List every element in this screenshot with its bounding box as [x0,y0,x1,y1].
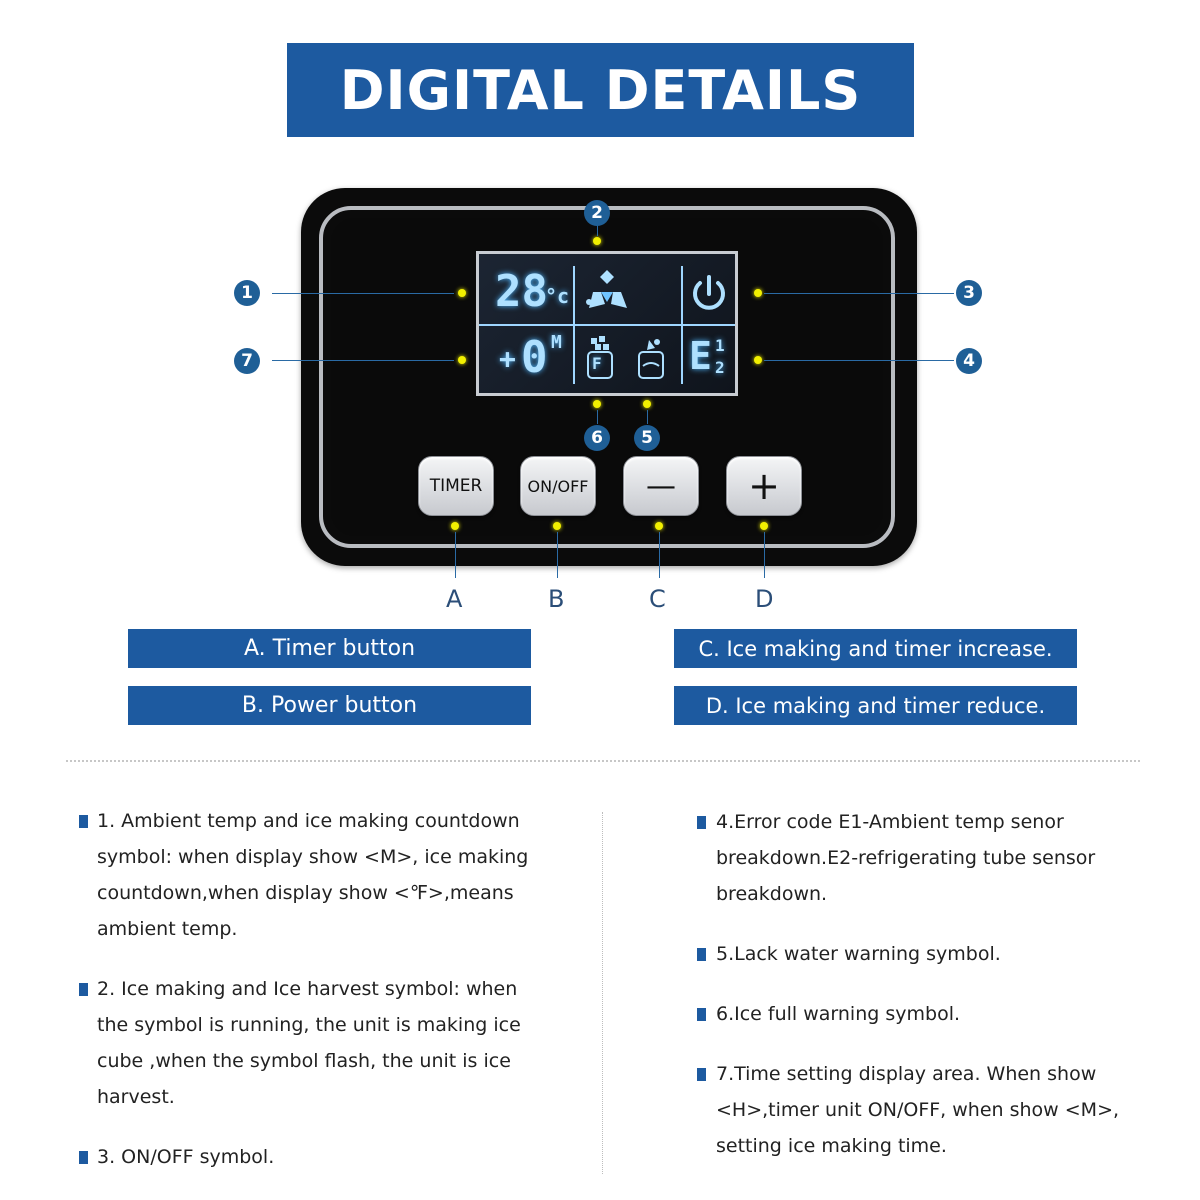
marker-5: 5 [634,425,660,451]
description-1-line: ambient temp. [97,918,238,940]
bullet-7 [697,1068,706,1081]
indicator-dot-b [553,522,561,530]
indicator-dot-7 [458,356,466,364]
description-3-line: 3. ON/OFF symbol. [97,1146,275,1168]
callout-line-1 [272,293,454,294]
label-increase: C. Ice making and timer increase. [674,629,1077,668]
label-timer-button: A. Timer button [128,629,531,668]
bullet-3 [79,1151,88,1164]
callout-line-2 [597,224,598,236]
ice-making-icon [586,270,627,308]
lcd-divider-left [573,266,575,384]
ice-full-icon [587,336,613,379]
description-2: 2. Ice making and Ice harvest symbol: wh… [97,971,521,1115]
letter-d: D [755,585,774,613]
lcd-error-code-1: 1 [715,336,725,355]
power-icon [693,275,725,310]
callout-line-a [455,532,456,578]
description-5-line: 5.Lack water warning symbol. [716,943,1001,965]
description-2-line: cube ,when the symbol flash, the unit is… [97,1050,511,1072]
marker-1: 1 [234,280,260,306]
label-power-button: B. Power button [128,686,531,725]
description-4-line: breakdown. [716,883,828,905]
bullet-4 [697,816,706,829]
description-3: 3. ON/OFF symbol. [97,1139,274,1175]
plus-button[interactable]: + [726,456,802,516]
indicator-dot-1 [458,289,466,297]
label-reduce: D. Ice making and timer reduce. [674,686,1077,725]
indicator-dot-d [760,522,768,530]
indicator-dot-5 [643,400,651,408]
callout-line-7 [272,360,454,361]
indicator-dot-6 [593,400,601,408]
indicator-dot-4 [754,356,762,364]
marker-4: 4 [956,348,982,374]
bullet-1 [79,815,88,828]
description-7-line: 7.Time setting display area. When show [716,1063,1097,1085]
lcd-ice-full-letter: F [592,354,602,373]
callout-line-b [557,532,558,578]
bullet-2 [79,983,88,996]
lcd-divider-right [681,266,683,384]
lcd-error-code-2: 2 [715,358,725,377]
marker-7: 7 [234,348,260,374]
lcd-divider-horizontal [479,324,735,326]
indicator-dot-3 [754,289,762,297]
description-1-line: symbol: when display show <M>, ice makin… [97,846,529,868]
lack-water-icon [638,339,664,379]
callout-line-d [764,532,765,578]
lcd-temperature-value: 28 [495,266,548,317]
letter-a: A [446,585,463,613]
marker-2: 2 [584,200,610,226]
bullet-5 [697,948,706,961]
indicator-dot-2 [593,237,601,245]
lcd-time-unit: M [551,332,562,353]
indicator-dot-c [655,522,663,530]
title-banner: DIGITAL DETAILS [287,43,914,137]
callout-line-4 [764,360,954,361]
timer-button[interactable]: TIMER [418,456,494,516]
callout-line-5 [647,410,648,424]
lcd-display: 28 °c + 0 M F E 1 2 [476,251,738,396]
description-5: 5.Lack water warning symbol. [716,936,1001,972]
description-7-line: setting ice making time. [716,1135,947,1157]
description-1: 1. Ambient temp and ice making countdown… [97,803,528,947]
lcd-error-letter: E [689,334,712,378]
description-4: 4.Error code E1-Ambient temp senor break… [716,804,1095,912]
description-1-line: 1. Ambient temp and ice making countdown [97,810,520,832]
on-off-button[interactable]: ON/OFF [520,456,596,516]
section-divider [66,760,1140,762]
letter-c: C [649,585,666,613]
callout-line-3 [764,293,954,294]
description-7: 7.Time setting display area. When show <… [716,1056,1119,1164]
lcd-time-prefix: + [499,342,516,375]
bullet-6 [697,1008,706,1021]
description-6: 6.Ice full warning symbol. [716,996,960,1032]
description-2-line: harvest. [97,1086,175,1108]
column-divider [602,812,603,1174]
description-2-line: the symbol is running, the unit is makin… [97,1014,521,1036]
description-1-line: countdown,when display show <℉>,means [97,882,514,904]
minus-button[interactable]: — [623,456,699,516]
description-4-line: breakdown.E2-refrigerating tube sensor [716,847,1096,869]
marker-6: 6 [584,425,610,451]
callout-line-c [659,532,660,578]
callout-line-6 [597,410,598,424]
indicator-dot-a [451,522,459,530]
lcd-temperature-unit: °c [545,284,570,308]
description-4-line: 4.Error code E1-Ambient temp senor [716,811,1064,833]
lcd-time-value: 0 [521,332,548,383]
page-title: DIGITAL DETAILS [339,58,862,122]
marker-3: 3 [956,280,982,306]
description-6-line: 6.Ice full warning symbol. [716,1003,961,1025]
description-2-line: 2. Ice making and Ice harvest symbol: wh… [97,978,518,1000]
description-7-line: <H>,timer unit ON/OFF, when show <M>, [716,1099,1120,1121]
letter-b: B [548,585,565,613]
